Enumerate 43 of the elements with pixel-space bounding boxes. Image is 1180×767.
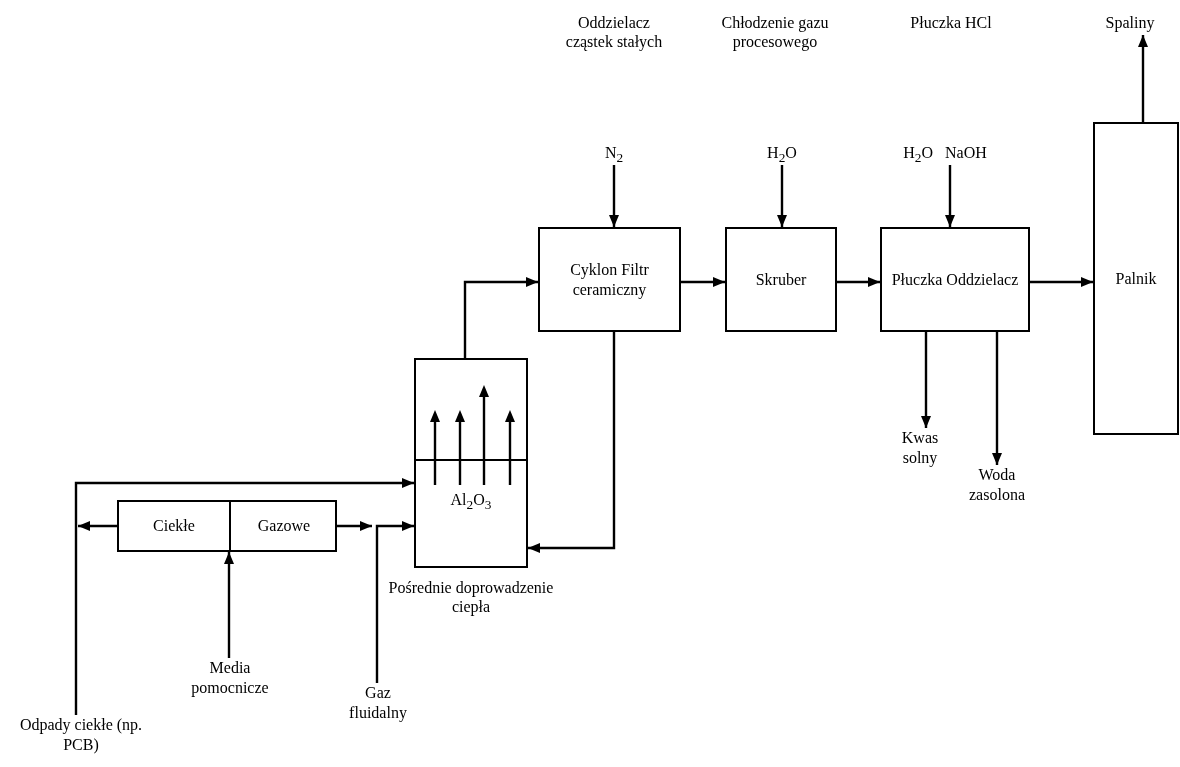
stream-text: Woda zasolona [960,465,1034,507]
stream-text: N$_{2}$ [594,143,634,165]
section-heading: Oddzielacz cząstek stałych [564,13,664,51]
flow-arrow [1030,277,1093,287]
flow-arrow [777,165,787,227]
burner-box [1093,122,1179,435]
flow-arrow [337,521,372,531]
flow-arrow [992,332,1002,465]
caption-text: Pośrednie doprowadzenie ciepła [387,578,555,616]
flow-arrow [463,277,538,358]
stream-text: Gaz fluidalny [340,683,416,725]
box-label: Płuczka Oddzielacz [891,269,1019,290]
stream-text: Kwas solny [890,428,950,470]
flow-arrow [945,165,955,227]
process-box [538,227,681,332]
flow-arrow [78,521,117,531]
flow-arrow [681,277,725,287]
reactor-vessel [414,358,528,568]
box-label: Cyklon Filtr ceramiczny [569,259,650,300]
process-box [117,500,337,552]
process-box [880,227,1030,332]
stream-text: H$_{2}$O [903,143,933,168]
stream-text: Odpady ciekłe (np. PCB) [6,715,156,757]
flow-arrow [921,332,931,428]
flow-arrow [837,277,880,287]
flow-arrow [609,165,619,227]
stream-text: Gazowe [257,517,311,534]
flow-arrow [74,478,414,715]
material-text: Al$_{2}$O$_{3}$ [450,491,492,508]
flow-arrow [375,521,414,683]
stream-text: H$_{2}$O [755,143,809,165]
flow-arrow [1138,35,1148,122]
process-box [725,227,837,332]
section-heading: Chłodzenie gazu procesowego [720,13,830,51]
section-heading: Płuczka HCl [909,13,993,32]
stream-text: Media pomocnicze [182,658,278,700]
box-label: Palnik [1115,268,1157,289]
stream-text: NaOH [945,143,987,163]
flow-arrow [224,552,234,658]
stream-text: Ciekłe [153,517,195,534]
flow-arrow [528,332,616,553]
box-label: Skruber [755,269,807,290]
stream-text: Spaliny [1100,13,1160,35]
